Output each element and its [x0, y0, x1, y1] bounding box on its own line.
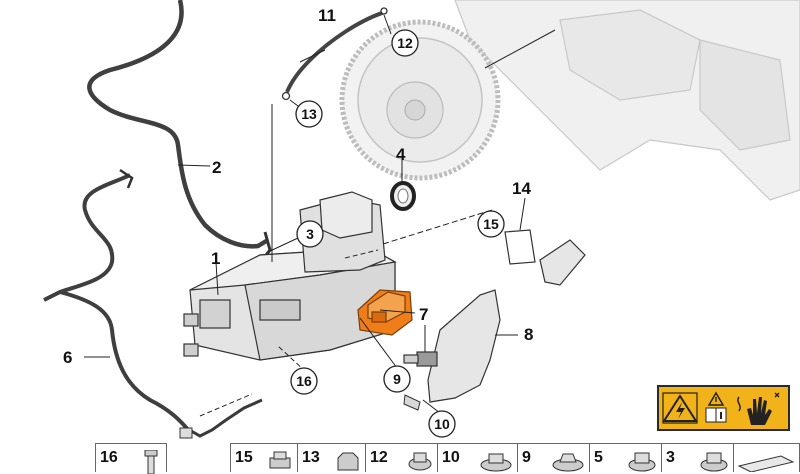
callout-9: 9 — [383, 365, 411, 393]
callout-12: 12 — [391, 29, 419, 57]
svg-text:4: 4 — [396, 145, 406, 164]
transmission-housing — [454, 0, 800, 201]
warning-label-icons — [662, 391, 780, 425]
svg-text:3: 3 — [306, 226, 314, 242]
callout-4: 4 — [396, 145, 406, 164]
parts-strip-right: 15 13 12 10 9 5 3 — [230, 443, 800, 473]
callout-15: 15 — [477, 210, 505, 238]
high-voltage-warning-label — [657, 385, 790, 431]
bolt-10 — [403, 394, 421, 411]
flange-nut-icon — [269, 451, 291, 469]
bolt-icon — [144, 450, 158, 474]
part-cell-blank — [734, 443, 800, 472]
collar-nut-icon — [628, 452, 656, 472]
sensor-7 — [403, 351, 438, 367]
svg-text:15: 15 — [483, 216, 499, 232]
read-manual-icon — [705, 391, 727, 423]
seal-ring-4 — [390, 181, 416, 211]
highlighted-connector — [357, 289, 413, 336]
svg-text:11: 11 — [318, 6, 336, 25]
power-electronics-unit — [183, 191, 397, 361]
cable-harness-6 — [43, 173, 192, 434]
svg-text:10: 10 — [434, 416, 450, 432]
flange-nut-icon — [700, 452, 728, 472]
part-cell-5: 5 — [590, 443, 662, 472]
callout-2: 2 — [212, 158, 221, 177]
hex-nut-icon — [337, 452, 359, 471]
part-cell-13: 13 — [298, 443, 366, 472]
high-voltage-icon — [662, 392, 698, 424]
part-cell-16: 16 — [95, 443, 167, 474]
cover-14 — [504, 229, 586, 286]
svg-text:2: 2 — [212, 158, 221, 177]
collar-nut-icon — [408, 452, 432, 471]
no-touch-hand-icon — [737, 392, 780, 425]
svg-text:6: 6 — [63, 348, 72, 367]
callout-11: 11 — [318, 6, 336, 25]
heat-shield-bracket-8 — [427, 289, 501, 403]
svg-text:9: 9 — [393, 371, 401, 387]
parts-strip-left: 16 — [95, 443, 167, 474]
hex-nut-icon — [552, 453, 584, 472]
callout-8: 8 — [524, 325, 533, 344]
part-cell-3: 3 — [662, 443, 734, 472]
svg-text:7: 7 — [419, 305, 428, 324]
tape-icon — [737, 455, 795, 472]
callout-3: 3 — [296, 220, 324, 248]
callout-13: 13 — [295, 100, 323, 128]
part-cell-10: 10 — [438, 443, 518, 472]
svg-text:8: 8 — [524, 325, 533, 344]
part-cell-15: 15 — [230, 443, 298, 472]
part-cell-12: 12 — [366, 443, 438, 472]
svg-text:14: 14 — [512, 179, 531, 198]
flange-nut-icon — [480, 453, 512, 472]
callout-6: 6 — [63, 348, 72, 367]
callout-16: 16 — [290, 367, 318, 395]
callout-1: 1 — [211, 249, 220, 268]
ground-cable-11 — [285, 10, 386, 93]
flywheel-ring-gear — [339, 19, 501, 181]
svg-text:12: 12 — [397, 35, 413, 51]
callout-10: 10 — [428, 410, 456, 438]
svg-text:13: 13 — [301, 106, 317, 122]
svg-text:1: 1 — [211, 249, 220, 268]
part-cell-9: 9 — [518, 443, 590, 472]
cable-harness-2 — [87, 0, 270, 249]
callout-7: 7 — [419, 305, 428, 324]
callout-14: 14 — [512, 179, 531, 198]
svg-text:16: 16 — [296, 373, 312, 389]
